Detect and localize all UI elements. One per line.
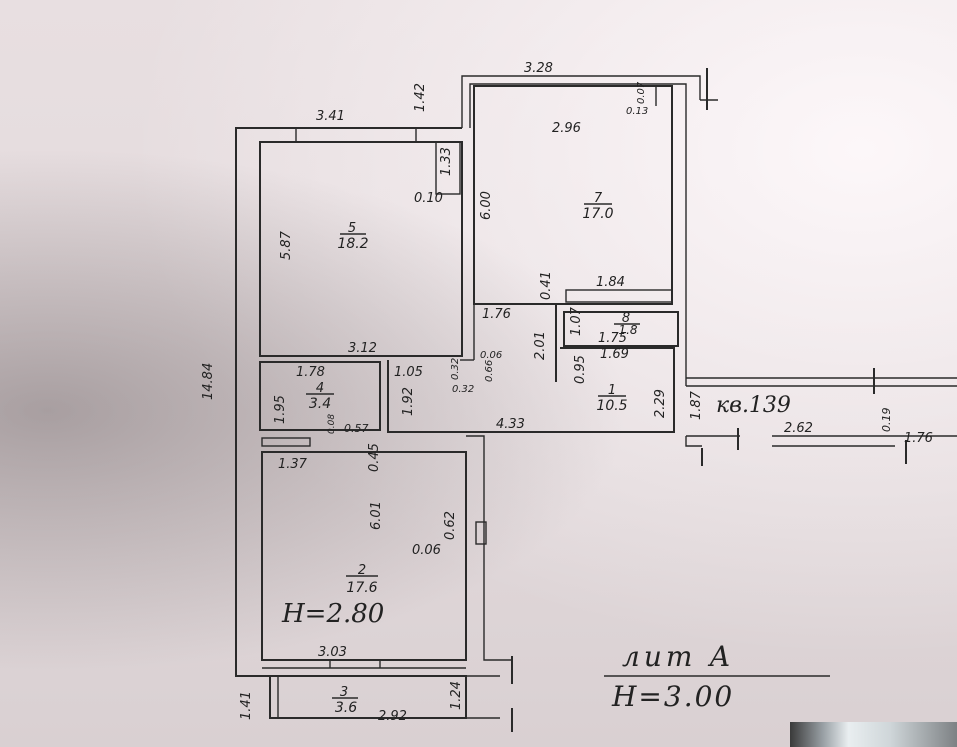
room-5-number: 5 <box>348 221 356 236</box>
dim-r5-width: 3.12 <box>348 341 377 356</box>
dim-r1-width: 4.33 <box>496 417 525 432</box>
dim-r2-side-small: 0.06 <box>412 543 441 558</box>
room-height-label: H=2.80 <box>281 599 384 629</box>
dim-r1-height: 2.29 <box>653 389 668 418</box>
dim-r8-width: 1.75 <box>598 331 627 346</box>
dim-corridor-len: 2.62 <box>784 421 813 436</box>
room-1-area: 10.5 <box>596 398 627 414</box>
room-7-walls <box>473 85 673 305</box>
dim-r1-niche: 0.95 <box>573 355 588 384</box>
dim-r1-width-top: 1.69 <box>600 347 629 362</box>
dim-r4-height: 1.95 <box>273 395 288 424</box>
dim-r7-bottom: 1.84 <box>596 275 625 290</box>
photo-corner-background <box>790 722 957 747</box>
dim-r7-niche: 0.41 <box>539 271 554 300</box>
dim-hall-upper-height: 2.01 <box>533 331 548 360</box>
room-labels: 5 18.2 7 17.0 8 1.8 4 3.4 1 10.5 2 17.6 … <box>306 191 640 716</box>
dim-r7-width: 2.96 <box>552 121 581 136</box>
dim-r5-height: 5.87 <box>279 230 294 260</box>
dim-r3-width: 2.92 <box>378 709 407 724</box>
room-8-area: 1.8 <box>618 323 637 337</box>
room-4-number: 4 <box>316 381 324 396</box>
room-7-area: 17.0 <box>582 206 613 222</box>
dim-top-left-width: 3.41 <box>316 109 345 124</box>
dim-corridor-small: 0.19 <box>880 408 893 433</box>
room-4-walls <box>259 361 381 447</box>
dim-hall-small-c: 0.32 <box>452 384 474 395</box>
dim-r7-small-b: 0.13 <box>626 106 648 117</box>
room-8-walls <box>563 311 679 347</box>
dim-r4-small-a: 0.08 <box>327 414 337 434</box>
dim-hall-small-d: 0.66 <box>484 360 495 382</box>
dim-hall-small-b: 0.32 <box>450 358 461 380</box>
room-3-number: 3 <box>340 685 348 700</box>
dim-top-left-offset: 1.42 <box>413 83 428 112</box>
dim-r7-small-a: 0.07 <box>636 81 647 104</box>
dim-r5-corner-depth: 1.33 <box>439 147 454 176</box>
dim-r7-height: 6.00 <box>479 191 494 220</box>
room-1-walls <box>387 347 675 433</box>
room-3-walls <box>269 656 513 732</box>
dim-r4-door: 1.05 <box>394 365 423 380</box>
dim-r4-side: 1.92 <box>401 387 416 416</box>
room-4-area: 3.4 <box>309 396 331 412</box>
dim-r2-height: 6.01 <box>369 501 384 530</box>
apartment-label: кв.139 <box>716 393 791 418</box>
dim-r5-corner-gap: 0.10 <box>414 191 443 206</box>
dim-r4-small-b: 0.57 <box>344 422 369 435</box>
dim-r4-width: 1.78 <box>296 365 325 380</box>
dim-outer-height: 14.84 <box>201 363 216 400</box>
room-2-area: 17.6 <box>346 580 377 596</box>
plan-annotations: кв.139 H=2.80 лит А H=3.00 <box>281 393 830 713</box>
dim-r1-entry: 1.87 <box>689 390 704 420</box>
dim-r2-bottom: 3.03 <box>318 645 347 660</box>
room-8-number: 8 <box>622 311 630 326</box>
dim-r3-left: 1.41 <box>239 691 254 720</box>
dim-top-right-width: 3.28 <box>524 61 553 76</box>
dim-hall-upper-width: 1.76 <box>482 307 511 322</box>
dim-corridor-end: 1.76 <box>904 431 933 446</box>
room-7-number: 7 <box>594 191 603 206</box>
room-5-walls <box>259 128 463 357</box>
hall-walls <box>473 289 673 382</box>
room-2-walls <box>261 435 492 669</box>
dim-r8-height: 1.07 <box>569 306 584 336</box>
dim-r2-top-gap: 0.45 <box>367 443 382 472</box>
room-2-number: 2 <box>358 563 366 578</box>
dim-r2-side: 0.62 <box>443 511 458 540</box>
outer-walls <box>235 68 957 677</box>
dimension-labels: 3.28 3.41 1.42 0.07 0.13 2.96 6.00 1.33 … <box>201 61 933 724</box>
room-3-area: 3.6 <box>335 700 357 716</box>
room-5-area: 18.2 <box>337 236 368 252</box>
dim-hall-small-a: 0.06 <box>480 350 502 361</box>
lit-height-label: H=3.00 <box>611 680 734 713</box>
dim-r3-right: 1.24 <box>449 681 464 710</box>
room-1-number: 1 <box>608 383 616 398</box>
dim-r2-top: 1.37 <box>278 457 308 472</box>
lit-label: лит А <box>622 640 735 673</box>
